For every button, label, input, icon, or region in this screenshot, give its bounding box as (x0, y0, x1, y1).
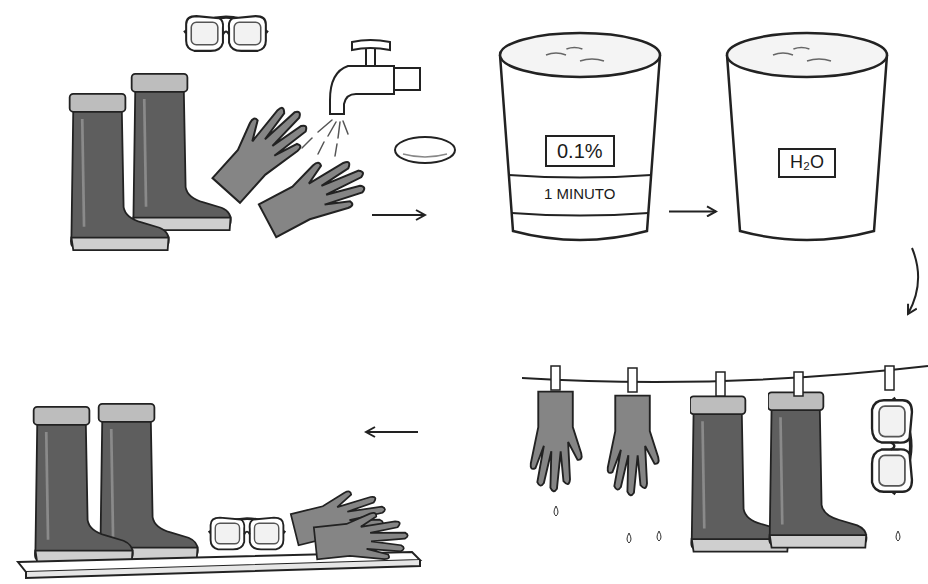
hanging-boot (768, 392, 866, 547)
glove-shape (608, 396, 659, 496)
clothes-pin (794, 372, 803, 396)
bucket-band (512, 213, 649, 216)
tap-body (330, 66, 394, 114)
glove-shape (313, 510, 410, 567)
wash-stage (70, 16, 455, 250)
water-drop (627, 533, 631, 543)
clothes-pins (551, 366, 894, 396)
tap-stem (366, 48, 375, 66)
hanging-glove (608, 396, 659, 496)
bucket-body (500, 55, 660, 240)
glove (313, 510, 410, 567)
boot (132, 74, 231, 230)
bucket-rim (500, 33, 660, 77)
spray-line (318, 142, 324, 154)
boot (34, 407, 133, 563)
bucket-band (509, 175, 651, 178)
diving-mask (209, 518, 286, 550)
glove (254, 146, 374, 244)
soap-shade (403, 154, 447, 157)
hanging-mask (872, 398, 912, 494)
spray-line (318, 120, 332, 132)
spray-line (328, 122, 336, 136)
soap-bar (395, 137, 455, 163)
tap-pipe (392, 68, 420, 90)
spray-line (302, 138, 312, 148)
drying-stage (522, 366, 928, 552)
glove-shape (531, 392, 582, 492)
spray-line (343, 121, 348, 134)
water-surface (546, 48, 604, 62)
diving-mask (872, 398, 912, 494)
flow-arrow (372, 214, 425, 216)
water-drop (896, 531, 900, 541)
clothes-pin (885, 366, 894, 390)
bucket-rim (727, 33, 887, 77)
concentration-label: 0.1% (545, 135, 615, 167)
boot (99, 404, 198, 560)
clothes-pin (551, 366, 560, 390)
flow-arrow (908, 248, 918, 314)
tap-handle (352, 40, 390, 50)
time-label: 1 MINUTO (544, 186, 615, 203)
clothes-pin (628, 368, 637, 392)
bucket-node: H₂O (722, 25, 892, 247)
water-tap (330, 40, 420, 114)
flow-arrow (669, 210, 716, 212)
water-drop (657, 531, 661, 541)
flow-arrow (366, 431, 418, 433)
content-label: H₂O (778, 148, 836, 178)
water-drop (554, 506, 558, 516)
bucket-outline (722, 25, 892, 247)
clothes-pin (716, 372, 725, 396)
boot (70, 94, 169, 250)
glove-shape (254, 146, 374, 244)
spray-line (338, 122, 340, 138)
storage-stage (18, 404, 420, 578)
water-spray (302, 120, 348, 156)
hanging-glove (531, 392, 582, 492)
bucket-body (727, 55, 887, 240)
bucket-node: 0.1% 1 MINUTO (495, 25, 665, 247)
water-surface (773, 48, 831, 62)
spray-line (335, 144, 337, 156)
diving-mask (184, 16, 268, 51)
shelf-edge (26, 560, 420, 578)
